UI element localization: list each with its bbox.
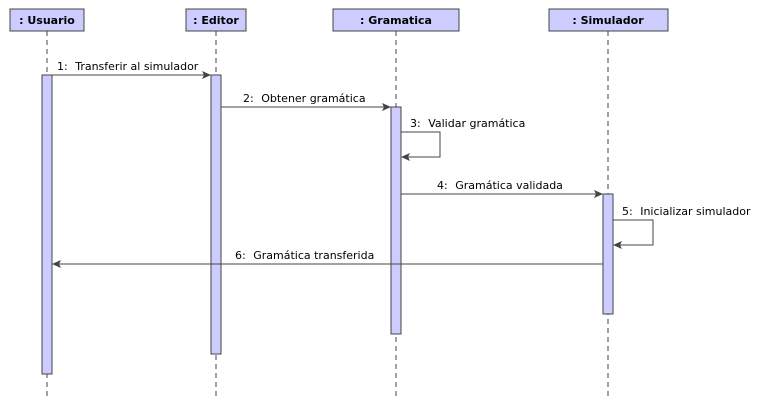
participant-usuario-label: : Usuario xyxy=(19,14,75,27)
message-3-number: 3: xyxy=(410,117,421,130)
message-6-label: Gramática transferida xyxy=(253,249,374,262)
message-6[interactable]: 6: Gramática transferida xyxy=(52,249,603,268)
participant-simulador-label: : Simulador xyxy=(572,14,644,27)
participant-usuario[interactable]: : Usuario xyxy=(9,8,85,32)
message-5-number: 5: xyxy=(622,205,633,218)
message-1[interactable]: 1: Transferir al simulador xyxy=(52,60,211,79)
svg-text:3: Validar gramática: 3: Validar gramática xyxy=(410,117,525,130)
message-5-arrow xyxy=(613,219,654,249)
message-4[interactable]: 4: Gramática validada xyxy=(401,179,603,198)
message-5[interactable]: 5: Inicializar simulador xyxy=(613,205,751,249)
participant-editor[interactable]: : Editor xyxy=(185,8,247,32)
svg-text:5: Inicializar simulador: 5: Inicializar simulador xyxy=(622,205,751,218)
message-4-label: Gramática validada xyxy=(455,179,563,192)
message-2[interactable]: 2: Obtener gramática xyxy=(221,92,391,111)
message-1-label: Transferir al simulador xyxy=(74,60,199,73)
activation-gramatica xyxy=(390,106,402,335)
svg-text:1: Transferir al simulad: 1: Transferir al simulador xyxy=(57,60,199,73)
message-1-number: 1: xyxy=(57,60,68,73)
svg-text:6: Gramática transferida: 6: Gramática transferida xyxy=(235,249,374,262)
activation-simulador xyxy=(602,193,614,315)
message-2-number: 2: xyxy=(243,92,254,105)
message-3-label: Validar gramática xyxy=(428,117,525,130)
participant-simulador[interactable]: : Simulador xyxy=(548,8,669,32)
participant-editor-label: : Editor xyxy=(193,14,239,27)
participant-gramatica-label: : Gramatica xyxy=(360,14,432,27)
activation-usuario xyxy=(41,74,53,375)
message-6-number: 6: xyxy=(235,249,246,262)
message-3-arrow xyxy=(401,131,441,161)
message-5-label: Inicializar simulador xyxy=(640,205,751,218)
activation-editor xyxy=(210,74,222,355)
message-3[interactable]: 3: Validar gramática xyxy=(401,117,525,161)
participant-gramatica[interactable]: : Gramatica xyxy=(332,8,460,32)
message-4-number: 4: xyxy=(437,179,448,192)
svg-text:2: Obtener gramática: 2: Obtener gramática xyxy=(243,92,366,105)
svg-text:4: Gramática validada: 4: Gramática validada xyxy=(437,179,563,192)
message-2-label: Obtener gramática xyxy=(261,92,365,105)
